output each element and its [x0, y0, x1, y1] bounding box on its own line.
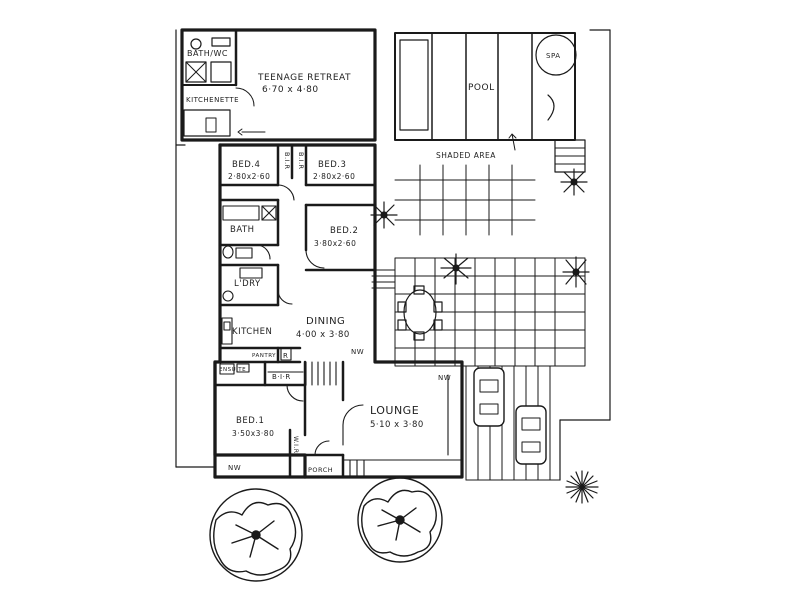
- plant-icon: [370, 201, 398, 229]
- lounge-label: LOUNGE: [370, 404, 419, 417]
- pool-label: POOL: [468, 83, 495, 93]
- fixtures: [219, 184, 463, 478]
- porch-label: PORCH: [308, 466, 333, 474]
- shaded-area-grid: [394, 164, 536, 236]
- interior-walls: [213, 143, 377, 479]
- bir-label-1: B.I.R: [283, 152, 291, 170]
- teenage-retreat-size: 6·70 x 4·80: [262, 85, 319, 95]
- spa-label: SPA: [546, 52, 561, 60]
- wir-label: W.I.R: [292, 436, 299, 454]
- bed2-label: BED.2: [330, 226, 358, 236]
- bath-wc-label: BATH/WC: [187, 49, 228, 58]
- bir-label-2: B.I.R: [297, 152, 305, 170]
- dining-size: 4·00 x 3·80: [296, 330, 350, 340]
- bed2-size: 3·80x2·60: [314, 239, 356, 248]
- pool: [394, 32, 586, 173]
- shaded-area-label: SHADED AREA: [436, 151, 496, 160]
- lounge-size: 5·10 x 3·80: [370, 420, 424, 430]
- plant-icon: [562, 256, 590, 288]
- plant-icon: [440, 253, 472, 285]
- bed1-label: BED.1: [236, 416, 264, 426]
- teenage-retreat-walls: [180, 28, 377, 142]
- kitchen-label: KITCHEN: [232, 327, 272, 337]
- bed4-size: 2·80x2·60: [228, 172, 270, 181]
- bed1-size: 3·50x3·80: [232, 429, 274, 438]
- nw-label-2: NW: [228, 464, 241, 472]
- r-label: R: [283, 352, 288, 360]
- nw-label-1: NW: [351, 348, 364, 356]
- room-labels: BATH/WC TEENAGE RETREAT 6·70 x 4·80 KITC…: [186, 49, 561, 474]
- site-boundary: [175, 29, 611, 481]
- plant-icons: [370, 168, 599, 504]
- dining-label: DINING: [306, 316, 345, 327]
- kitchenette-label: KITCHENETTE: [186, 96, 239, 104]
- tree-icon: [209, 488, 303, 582]
- plant-icon: [560, 168, 588, 196]
- teenage-retreat-label: TEENAGE RETREAT: [257, 73, 351, 83]
- bed3-label: BED.3: [318, 160, 346, 170]
- outdoor-table: [397, 285, 443, 341]
- driveway: [465, 365, 561, 481]
- bed3-size: 2·80x2·60: [313, 172, 355, 181]
- ensuite-label: ENSUITE: [219, 367, 246, 373]
- bir-label-3: B·I·R: [272, 373, 291, 381]
- plant-icon: [565, 470, 599, 504]
- pantry-label: PANTRY: [252, 353, 276, 359]
- bath-label: BATH: [230, 225, 255, 235]
- house-walls: [213, 143, 464, 479]
- nw-label-3: NW: [438, 374, 451, 382]
- ldry-label: L'DRY: [234, 279, 261, 289]
- tree-icons: [209, 477, 443, 582]
- tree-icon: [357, 477, 443, 563]
- bed4-label: BED.4: [232, 160, 260, 170]
